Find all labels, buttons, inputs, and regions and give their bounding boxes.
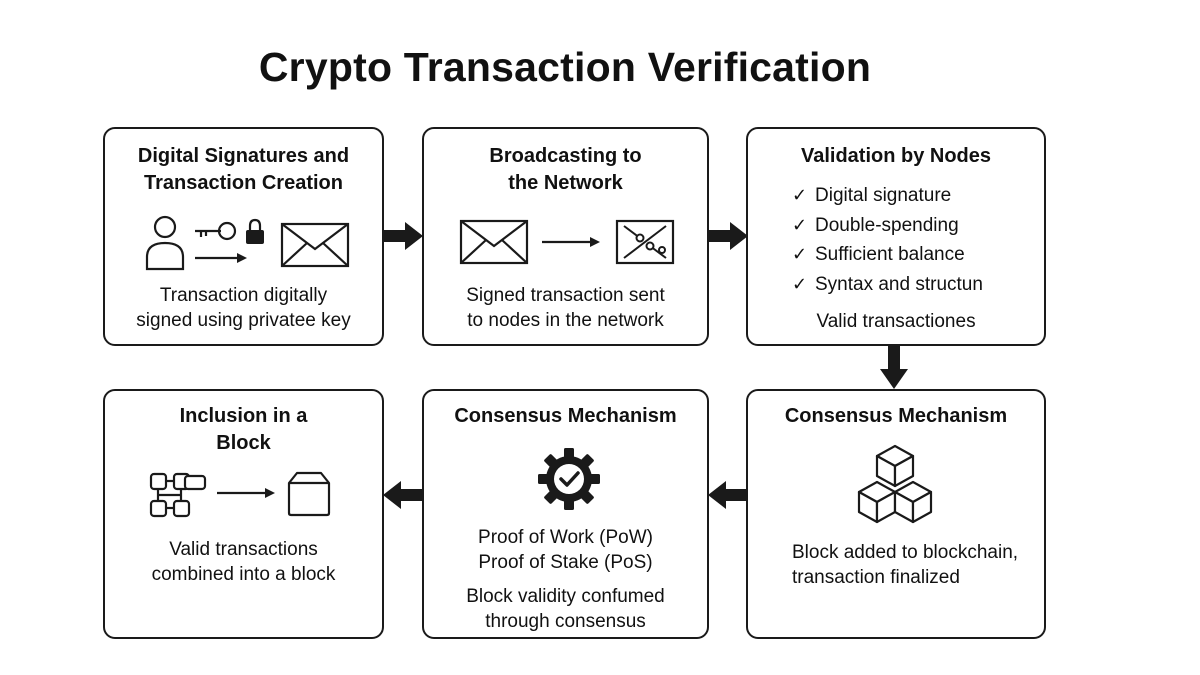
check-item: ✓Sufficient balance [792, 240, 983, 270]
diagram-title: Crypto Transaction Verification [258, 44, 872, 90]
step-title: Digital Signatures and Transaction Creat… [137, 145, 350, 194]
flow-arrow-right-1 [383, 222, 423, 250]
step-inclusion-box: Inclusion in a Block Valid transactions … [103, 389, 384, 639]
step-title: Broadcasting to the Network [489, 145, 642, 194]
validation-checklist: ✓Digital signature ✓Double-spending ✓Suf… [792, 181, 983, 299]
key-icon [195, 221, 237, 241]
step-description: Signed transaction sent to nodes in the … [466, 285, 665, 331]
step-description: Proof of Work (PoW) Proof of Stake (PoS) [478, 527, 653, 573]
arrow-right-icon [542, 237, 600, 247]
checkmark-icon: ✓ [792, 273, 808, 294]
arrow-right-icon [217, 488, 275, 498]
step-consensus-finalized-box: Consensus Mechanism Block added to block… [746, 389, 1046, 639]
linked-blocks-icon [149, 472, 207, 518]
checkmark-icon: ✓ [792, 244, 808, 264]
step-title: Validation by Nodes [800, 145, 992, 167]
flow-arrow-right-2 [708, 222, 748, 250]
step-consensus-mechanism-box: Consensus Mechanism Proof of Work (PoW) … [422, 389, 709, 639]
step-title: Inclusion in a Block [179, 405, 308, 454]
envelope-icon [459, 219, 529, 265]
step-description: Block added to blockchain, transaction f… [792, 542, 1019, 588]
check-item: ✓Double-spending [792, 211, 983, 241]
step-digital-signatures-box: Digital Signatures and Transaction Creat… [103, 127, 384, 346]
envelope-icon [280, 222, 350, 268]
user-icon [145, 215, 185, 271]
validation-footer: Valid transactiones [816, 311, 976, 332]
stacked-cubes-icon [857, 444, 933, 524]
flow-arrow-left-1 [708, 481, 748, 509]
checkmark-icon: ✓ [792, 214, 808, 235]
lock-icon [246, 218, 264, 244]
flow-arrow-left-2 [383, 481, 423, 509]
network-nodes-icon [615, 219, 675, 265]
check-item: ✓Syntax and structun [792, 270, 983, 300]
step-footer: Block validity confumed through consensu… [466, 586, 665, 632]
step-title: Consensus Mechanism [454, 405, 677, 427]
check-item: ✓Digital signature [792, 181, 983, 211]
step-description: Valid transactions combined into a block [151, 539, 336, 585]
step-title: Consensus Mechanism [784, 405, 1008, 427]
gear-check-icon [538, 448, 600, 510]
flow-arrow-down [880, 345, 908, 389]
step-broadcasting-box: Broadcasting to the Network Signed trans… [422, 127, 709, 346]
checkmark-icon: ✓ [792, 185, 808, 205]
step-validation-box: Validation by Nodes ✓Digital signature ✓… [746, 127, 1046, 346]
arrow-right-icon [195, 253, 247, 263]
block-box-icon [287, 471, 331, 517]
step-description: Transaction digitally signed using priva… [136, 285, 351, 331]
